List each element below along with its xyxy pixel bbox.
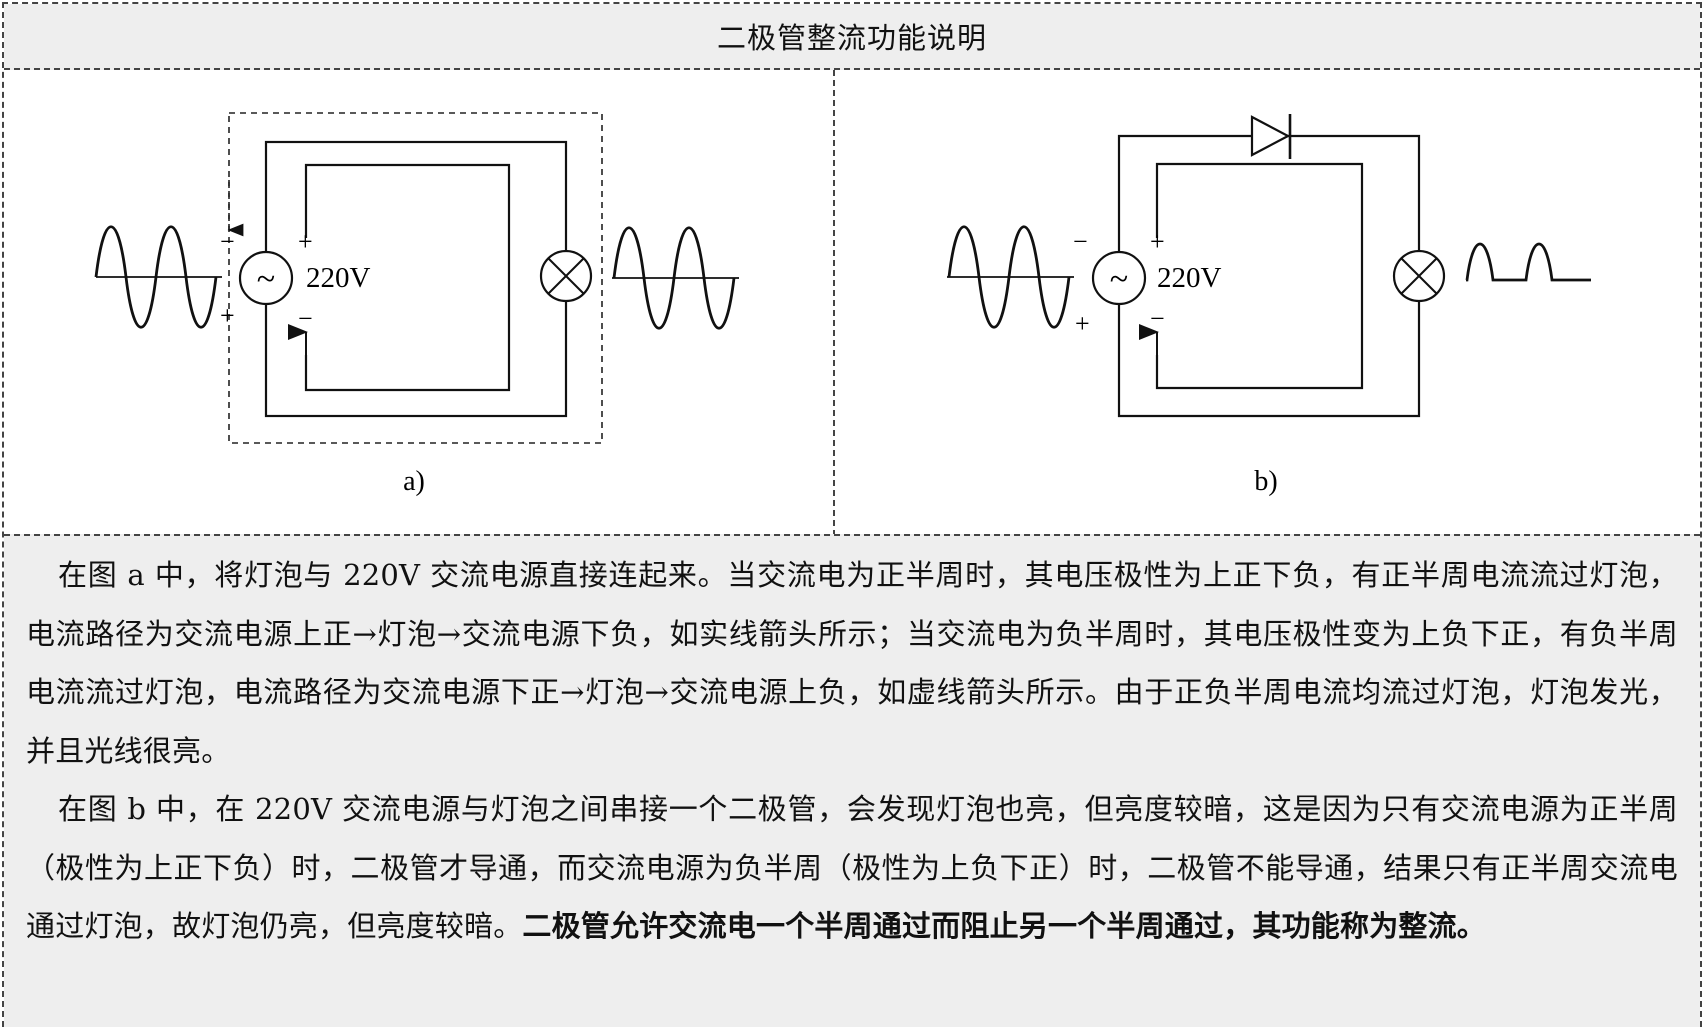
ac-source-a (238, 250, 294, 306)
figure-area: ~ 220V + − − + (4, 70, 1700, 536)
figure-divider (833, 70, 835, 536)
circuit-b: ~ 220V + − − + b) (947, 114, 1591, 497)
voltage-label-b: 220V (1157, 262, 1222, 294)
page-title: 二极管整流功能说明 (4, 4, 1700, 70)
minus-label-b-inner: − (1150, 304, 1165, 333)
plus-label-a-outer: + (220, 301, 235, 330)
explanation-text: 在图 a 中，将灯泡与 220V 交流电源直接连起来。当交流电为正半周时，其电压… (4, 534, 1700, 1027)
minus-label-a-outer: − (220, 227, 235, 256)
output-waveform-b (1465, 242, 1591, 282)
paragraph-2-bold: 二极管允许交流电一个半周通过而阻止另一个半周通过，其功能称为整流。 (522, 909, 1487, 943)
circuit-diagrams: ~ 220V + − − + (94, 112, 1591, 497)
paragraph-2: 在图 b 中，在 220V 交流电源与灯泡之间串接一个二极管，会发现灯泡也亮，但… (26, 780, 1678, 956)
input-waveform-a (94, 225, 222, 329)
paragraph-1: 在图 a 中，将灯泡与 220V 交流电源直接连起来。当交流电为正半周时，其电压… (26, 558, 1678, 768)
solid-current-path-b (1155, 162, 1364, 390)
minus-label-b-outer: − (1073, 227, 1088, 256)
voltage-label-a: 220V (306, 262, 371, 294)
plus-label-b-inner: + (1150, 227, 1165, 256)
output-waveform-a (612, 226, 739, 330)
caption-b: b) (1254, 466, 1277, 497)
circuit-a: ~ 220V + − − + (94, 112, 739, 497)
minus-label-a-inner: − (298, 304, 313, 333)
plus-label-b-outer: + (1075, 309, 1090, 338)
plus-label-a-inner: + (298, 227, 313, 256)
ac-symbol-b: ~ (1110, 261, 1128, 298)
caption-a: a) (403, 466, 425, 497)
ac-symbol-a: ~ (257, 261, 275, 298)
paragraph-2-normal: 在图 b 中，在 220V 交流电源与灯泡之间串接一个二极管，会发现灯泡也亮，但… (26, 792, 1678, 943)
solid-current-path-a (304, 163, 511, 392)
ac-source-b (1091, 250, 1147, 306)
diode-icon (1250, 114, 1292, 159)
input-waveform-b (947, 225, 1074, 329)
